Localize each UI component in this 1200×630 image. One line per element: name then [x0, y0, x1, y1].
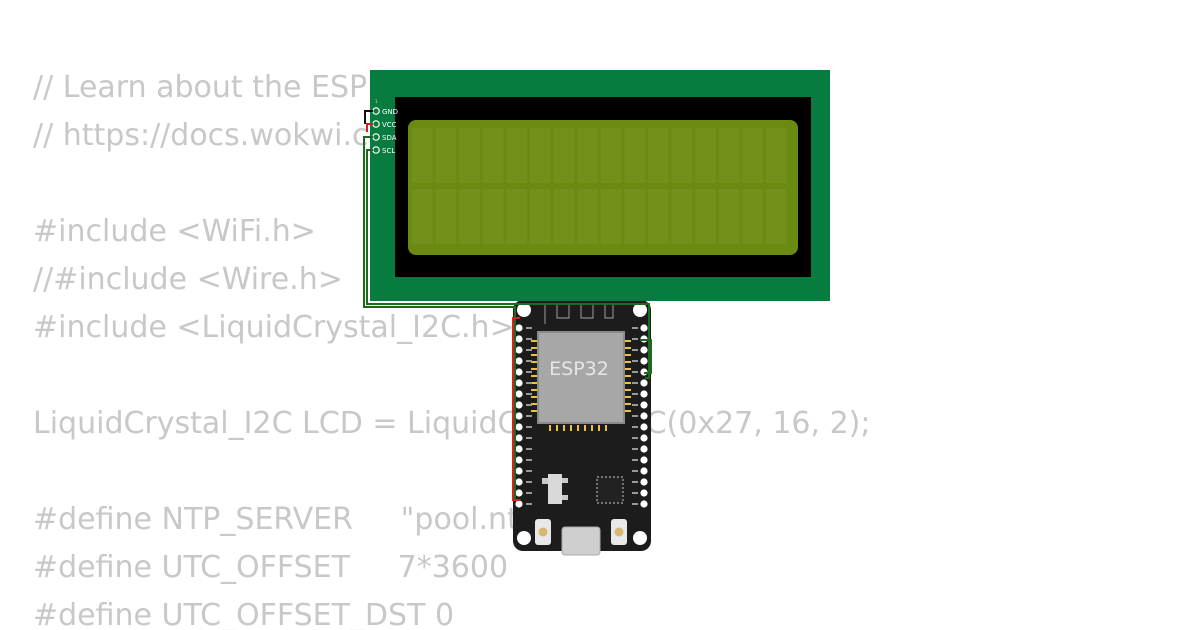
usb-serial-chip: [596, 476, 624, 504]
code-line: #include <LiquidCrystal_I2C.h>: [33, 310, 515, 345]
lcd-pin-label: SDA: [382, 134, 397, 142]
lcd-cell: [459, 189, 480, 244]
pin-1-marker: 1: [375, 99, 378, 104]
esp32-board[interactable]: ESP32: [513, 300, 651, 556]
antenna-trace: [544, 303, 614, 324]
lcd-cell: [553, 128, 575, 183]
lcd-cell: [695, 189, 716, 244]
mount-hole: [517, 531, 531, 545]
mount-hole: [517, 303, 531, 317]
lcd-pin-label: GND: [382, 108, 398, 116]
lcd-cell: [482, 128, 504, 183]
lcd-cell: [718, 189, 740, 244]
wire-vcc[interactable]: [512, 317, 520, 501]
lcd-cell: [766, 128, 787, 183]
lcd-cell: [742, 189, 763, 244]
wire-vcc-stub[interactable]: [366, 123, 373, 132]
lcd-cell: [530, 189, 551, 244]
usb-port: [561, 526, 601, 556]
chip-label: ESP32: [549, 358, 609, 380]
lcd-cell: [766, 189, 787, 244]
lcd-pin-label: VCC: [382, 121, 397, 129]
lcd-character-grid: [412, 128, 787, 244]
code-line: // Learn about the ESP: [33, 70, 368, 105]
mount-hole: [633, 303, 647, 317]
lcd-cell: [412, 189, 433, 244]
wire-scl[interactable]: [366, 149, 650, 379]
code-line: #include <WiFi.h>: [33, 214, 316, 249]
lcd-cell: [600, 128, 622, 183]
lcd-cell: [648, 189, 669, 244]
code-line: #define UTC_OFFSET_DST 0: [33, 598, 455, 630]
pin-silkscreen: [526, 327, 638, 505]
esp32-chip: [537, 331, 625, 424]
esp32-right-header[interactable]: [640, 324, 648, 508]
mount-hole: [633, 531, 647, 545]
wire-scl-right[interactable]: [640, 339, 652, 374]
lcd-cell: [412, 128, 433, 183]
lcd-cell: [506, 189, 527, 244]
lcd-cell: [671, 128, 693, 183]
code-line: //#include <Wire.h>: [33, 262, 343, 297]
lcd-pin-header[interactable]: GND VCC SDA SCL: [372, 107, 398, 155]
lcd-cell: [459, 128, 480, 183]
lcd-cell: [577, 128, 598, 183]
chip-pins: [531, 340, 631, 431]
lcd-cell: [624, 128, 645, 183]
lcd-cell: [530, 128, 551, 183]
regulator-tab: [542, 478, 548, 484]
lcd-pin-label: SCL: [382, 147, 395, 155]
wires[interactable]: [363, 110, 652, 501]
code-line: #define UTC_OFFSET 7*3600: [33, 550, 509, 585]
voltage-regulator: [548, 474, 562, 504]
en-button[interactable]: [535, 519, 551, 545]
regulator-tab: [562, 495, 568, 500]
lcd-cell: [435, 189, 457, 244]
lcd-cell: [695, 128, 716, 183]
regulator-tab: [562, 478, 568, 483]
lcd-cell: [577, 189, 598, 244]
lcd-cell: [482, 189, 504, 244]
lcd-cell: [600, 189, 622, 244]
lcd-cell: [671, 189, 693, 244]
wire-gnd[interactable]: [364, 110, 373, 124]
code-line: // https://docs.wokwi.c: [33, 118, 369, 153]
lcd-module[interactable]: 1 GND VCC SDA SCL: [370, 70, 830, 301]
lcd-cell: [718, 128, 740, 183]
boot-button[interactable]: [611, 519, 627, 545]
lcd-cell: [742, 128, 763, 183]
lcd-cell: [435, 128, 457, 183]
lcd-cell: [553, 189, 575, 244]
lcd-cell: [648, 128, 669, 183]
lcd-cell: [506, 128, 527, 183]
lcd-cell: [624, 189, 645, 244]
esp32-left-header[interactable]: [515, 324, 523, 508]
